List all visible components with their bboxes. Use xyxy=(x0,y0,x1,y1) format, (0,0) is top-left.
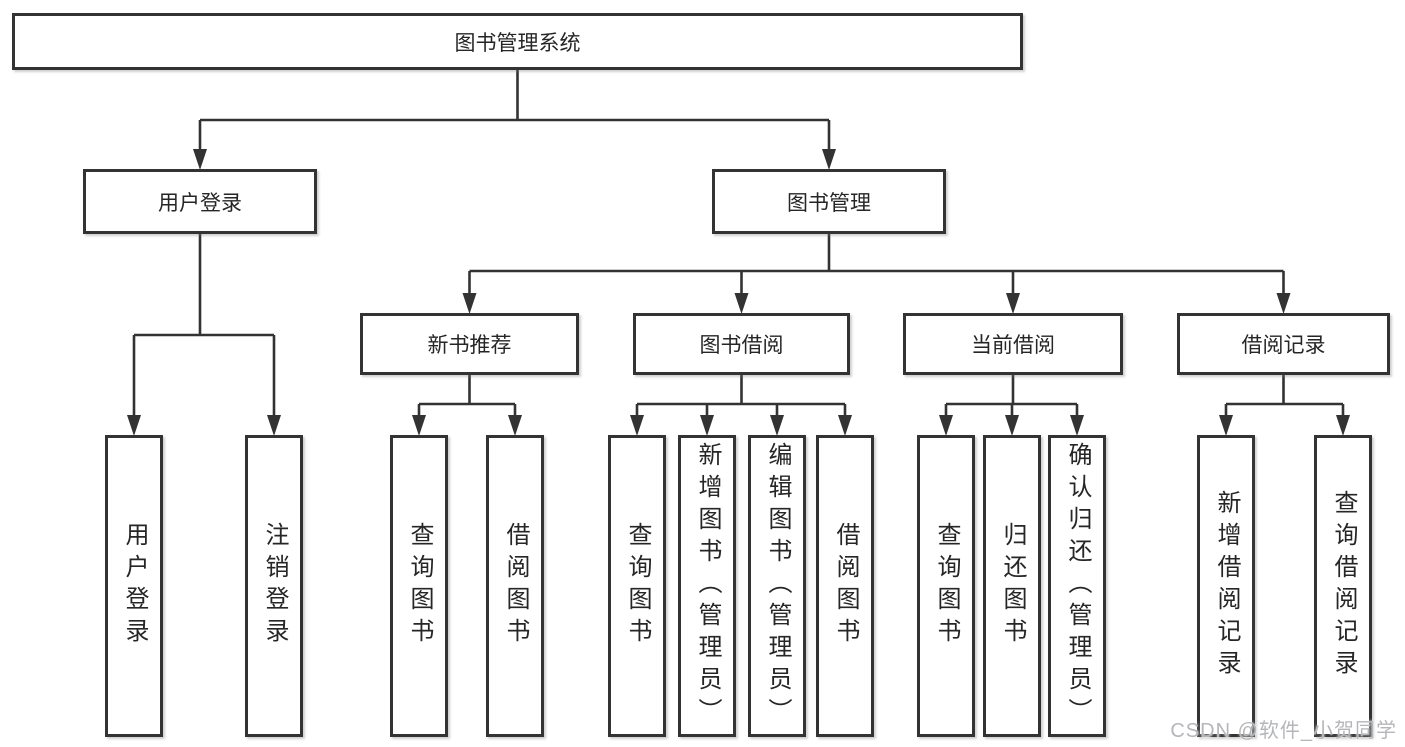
node-borrow-records: 借阅记录 xyxy=(1177,313,1390,375)
connector-book-borrowing-to-leaves xyxy=(630,375,852,436)
node-new-book-recommend: 新书推荐 xyxy=(360,313,579,375)
leaf-confirm-return-admin-label: 确认归还（管理员） xyxy=(1064,442,1091,730)
leaf-add-book-admin-label: 新增图书（管理员） xyxy=(694,442,721,730)
csdn-watermark: CSDN @软件_小贺同学 xyxy=(1170,720,1397,742)
leaf-add-borrow-record: 新增借阅记录 xyxy=(1197,435,1255,737)
leaf-borrow-books-recommend-label: 借阅图书 xyxy=(502,522,529,650)
leaf-confirm-return-admin: 确认归还（管理员） xyxy=(1048,435,1106,737)
leaf-borrow-books-borrowing-label: 借阅图书 xyxy=(832,522,859,650)
leaf-query-borrow-record: 查询借阅记录 xyxy=(1314,435,1372,737)
connector-new-book-recommend-to-leaves xyxy=(412,375,522,436)
leaf-query-books-borrowing: 查询图书 xyxy=(608,435,666,737)
leaf-query-books-current: 查询图书 xyxy=(917,435,975,737)
branch-book-management: 图书管理 xyxy=(712,169,946,234)
leaf-return-books: 归还图书 xyxy=(983,435,1041,737)
leaf-edit-book-admin: 编辑图书（管理员） xyxy=(748,435,806,737)
node-book-borrowing: 图书借阅 xyxy=(633,313,850,375)
node-current-borrowing-label: 当前借阅 xyxy=(971,334,1055,357)
leaf-borrow-books-borrowing: 借阅图书 xyxy=(816,435,874,737)
leaf-edit-book-admin-label: 编辑图书（管理员） xyxy=(764,442,791,730)
leaf-user-login-label: 用户登录 xyxy=(121,522,148,650)
node-new-book-recommend-label: 新书推荐 xyxy=(427,334,512,357)
leaf-query-books-recommend-label: 查询图书 xyxy=(406,522,433,650)
root-node-label: 图书管理系统 xyxy=(454,31,581,55)
leaf-query-books-current-label: 查询图书 xyxy=(933,522,960,650)
node-current-borrowing: 当前借阅 xyxy=(903,313,1123,375)
leaf-logout-label: 注销登录 xyxy=(261,522,288,650)
leaf-query-books-recommend: 查询图书 xyxy=(390,435,448,737)
leaf-query-borrow-record-label: 查询借阅记录 xyxy=(1330,490,1357,682)
leaf-add-borrow-record-label: 新增借阅记录 xyxy=(1213,490,1240,682)
leaf-user-login: 用户登录 xyxy=(105,435,163,737)
connector-root-to-level2 xyxy=(193,70,836,170)
leaf-add-book-admin: 新增图书（管理员） xyxy=(678,435,736,737)
node-borrow-records-label: 借阅记录 xyxy=(1241,334,1326,357)
leaf-return-books-label: 归还图书 xyxy=(999,522,1026,650)
leaf-query-books-borrowing-label: 查询图书 xyxy=(624,522,651,650)
branch-user-login-label: 用户登录 xyxy=(158,191,242,215)
node-book-borrowing-label: 图书借阅 xyxy=(699,334,784,357)
connector-current-borrowing-to-leaves xyxy=(939,375,1084,436)
branch-book-management-label: 图书管理 xyxy=(787,191,871,215)
leaf-borrow-books-recommend: 借阅图书 xyxy=(486,435,544,737)
connector-borrow-records-to-leaves xyxy=(1219,375,1350,436)
connector-user-login-to-leaves xyxy=(127,234,281,436)
branch-user-login: 用户登录 xyxy=(83,169,317,234)
root-node: 图书管理系统 xyxy=(12,13,1023,70)
connector-book-management-to-level3 xyxy=(462,234,1291,314)
leaf-logout: 注销登录 xyxy=(245,435,303,737)
